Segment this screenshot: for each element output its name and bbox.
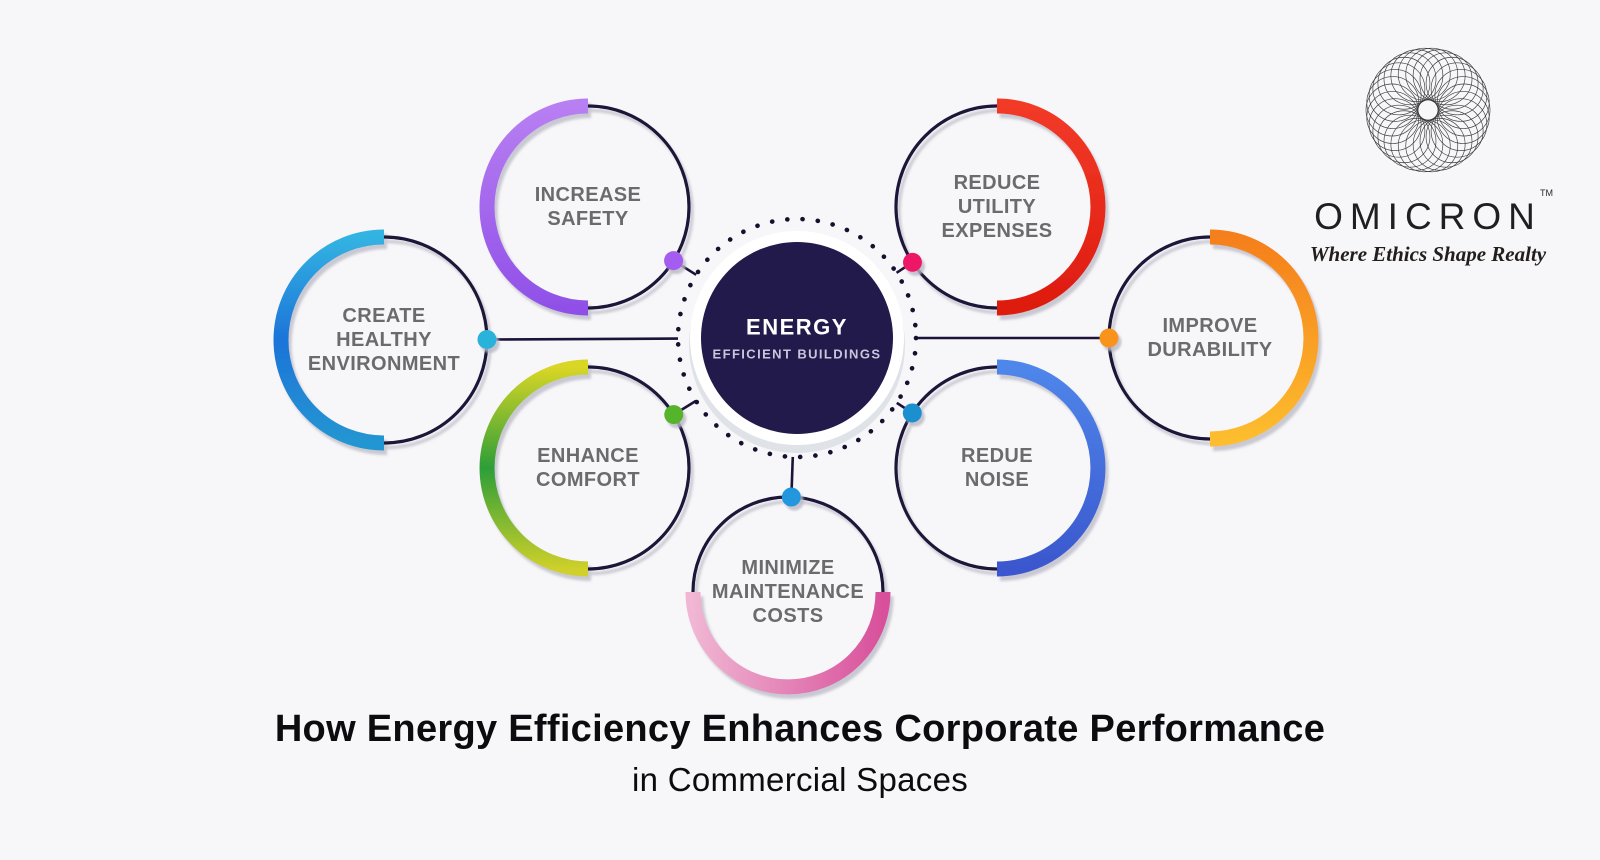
rosette-loop xyxy=(1383,52,1437,106)
rosette-loop xyxy=(1425,110,1479,164)
rosette-loop xyxy=(1397,119,1451,173)
node-create-healthy-environment xyxy=(273,229,489,451)
rosette-loop xyxy=(1383,114,1437,168)
connector-dot-create-healthy-environment xyxy=(477,330,497,350)
rosette-loop xyxy=(1436,76,1490,129)
rosette-loop xyxy=(1366,76,1420,129)
brand-name: OMICRON xyxy=(1314,196,1542,237)
spirograph-rosette-icon xyxy=(1365,47,1491,173)
node-arc-reduce-utility-expenses xyxy=(996,98,1106,316)
rosette-loop xyxy=(1430,62,1484,116)
rosette-loop xyxy=(1377,56,1431,110)
node-arc-redue-noise xyxy=(996,359,1106,577)
node-redue-noise xyxy=(894,359,1106,577)
rosette-loop xyxy=(1434,69,1488,122)
connector-dot-redue-noise xyxy=(902,403,922,423)
rosette-loop xyxy=(1419,52,1473,106)
rosette-loop xyxy=(1419,114,1473,168)
rosette-loop xyxy=(1397,47,1451,101)
footer-title-bold: How Energy Efficiency Enhances Corporate… xyxy=(274,708,1326,750)
brand-tagline: Where Ethics Shape Realty xyxy=(1309,242,1547,266)
center-circle xyxy=(701,242,893,434)
rosette-loop xyxy=(1372,62,1426,116)
footer-title: How Energy Efficiency Enhances Corporate… xyxy=(0,708,1600,799)
node-arc-enhance-comfort xyxy=(479,359,589,577)
rosette-loop xyxy=(1412,49,1466,103)
center-node xyxy=(675,216,919,460)
rosette-loop xyxy=(1434,98,1488,151)
rosette-loop xyxy=(1390,49,1444,103)
rosette-loop xyxy=(1372,104,1426,158)
connector-line-create-healthy-environment xyxy=(486,337,679,341)
center-dotted-ring xyxy=(675,216,919,460)
connector-dot-minimize-maintenance-costs xyxy=(781,487,801,507)
node-arc-create-healthy-environment xyxy=(273,229,385,451)
brand-trademark: TM xyxy=(1540,188,1553,198)
node-reduce-utility-expenses xyxy=(894,98,1106,316)
node-increase-safety xyxy=(479,98,691,316)
rosette-loop xyxy=(1425,56,1479,110)
node-arc-increase-safety xyxy=(479,98,589,316)
rosette-loop xyxy=(1405,119,1459,173)
node-improve-durability xyxy=(1107,229,1319,447)
node-minimize-maintenance-costs xyxy=(685,495,891,695)
connector-dot-increase-safety xyxy=(664,251,684,271)
rosette-loop xyxy=(1436,91,1490,144)
connector-dot-reduce-utility-expenses xyxy=(903,252,923,272)
node-arc-minimize-maintenance-costs xyxy=(685,591,891,695)
rosette-loop xyxy=(1405,47,1459,101)
node-arc-improve-durability xyxy=(1209,229,1319,447)
rosette-loop xyxy=(1368,69,1422,122)
rosette-loop xyxy=(1377,110,1431,164)
rosette-loop xyxy=(1430,104,1484,158)
footer-title-regular: in Commercial Spaces xyxy=(631,761,969,798)
connector-dots xyxy=(477,251,1119,507)
rosette-loop xyxy=(1412,117,1466,171)
connector-dot-improve-durability xyxy=(1099,328,1119,348)
node-enhance-comfort xyxy=(479,359,691,577)
rosette-loop xyxy=(1368,98,1422,151)
connector-dot-enhance-comfort xyxy=(664,405,684,425)
